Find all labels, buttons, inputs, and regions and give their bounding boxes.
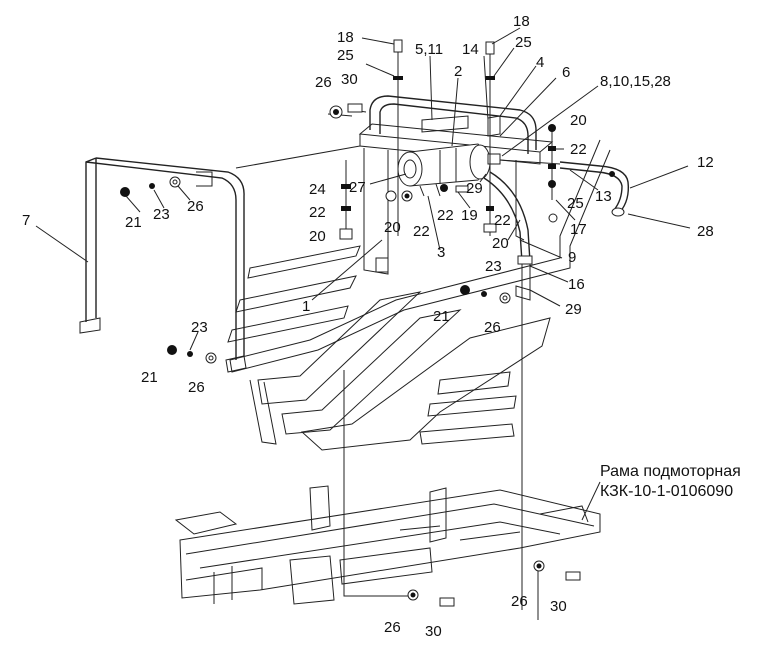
- callout-23b: 23: [485, 258, 502, 275]
- callout-1: 1: [302, 298, 310, 315]
- callout-30a: 30: [341, 71, 358, 88]
- callout-22d: 22: [413, 223, 430, 240]
- callout-26a: 26: [315, 74, 332, 91]
- callout-27: 27: [349, 179, 366, 196]
- callout-20c: 20: [309, 228, 326, 245]
- callout-18a: 18: [337, 29, 354, 46]
- callout-26f: 26: [511, 593, 528, 610]
- callout-9: 9: [568, 249, 576, 266]
- hose-9: [483, 171, 533, 610]
- callout-28: 28: [697, 223, 714, 240]
- callout-13: 13: [595, 188, 612, 205]
- pipe-12: [559, 161, 630, 217]
- callout-26b: 26: [187, 198, 204, 215]
- callout-22e: 22: [494, 212, 511, 229]
- callout-22b: 22: [437, 207, 454, 224]
- fasteners: [120, 39, 581, 607]
- callout-21a: 21: [125, 214, 142, 231]
- callout-20b: 20: [384, 219, 401, 236]
- subframe: [174, 485, 601, 605]
- callout-3: 3: [437, 244, 445, 261]
- frame-caption-line2: КЗК-10-1-0106090: [600, 483, 733, 500]
- callouts: 18 25 5,11 14 18 25 2 4 6 8,10,15,28 26 …: [22, 13, 714, 640]
- callout-20d: 20: [492, 235, 509, 252]
- callout-23a: 23: [153, 206, 170, 223]
- callout-18b: 18: [513, 13, 530, 30]
- callout-25b: 25: [515, 34, 532, 51]
- callout-29a: 29: [466, 180, 483, 197]
- callout-24: 24: [309, 181, 326, 198]
- leader-lines: [35, 27, 691, 521]
- callout-14: 14: [462, 41, 479, 58]
- callout-25a: 25: [337, 47, 354, 64]
- callout-8-10-15-28: 8,10,15,28: [600, 73, 671, 90]
- callout-16: 16: [568, 276, 585, 293]
- callout-19: 19: [461, 207, 478, 224]
- callout-17: 17: [570, 221, 587, 238]
- callout-21c: 21: [141, 369, 158, 386]
- callout-2: 2: [454, 63, 462, 80]
- callout-29b: 29: [565, 301, 582, 318]
- receiver-tank-2: [397, 115, 561, 197]
- callout-30b: 30: [425, 623, 442, 640]
- callout-25c: 25: [567, 195, 584, 212]
- callout-12: 12: [697, 154, 714, 171]
- callout-6: 6: [562, 64, 570, 81]
- callout-5-11: 5,11: [415, 41, 443, 58]
- callout-22a: 22: [570, 141, 587, 158]
- frame-caption-line1: Рама подмоторная: [600, 463, 741, 480]
- callout-4: 4: [536, 54, 544, 71]
- callout-26d: 26: [188, 379, 205, 396]
- tube-frame-7: [79, 157, 247, 373]
- callout-26e: 26: [384, 619, 401, 636]
- callout-21b: 21: [433, 308, 450, 325]
- callout-30c: 30: [550, 598, 567, 615]
- callout-26c: 26: [484, 319, 501, 336]
- cover-1: [227, 139, 611, 451]
- callout-20a: 20: [570, 112, 587, 129]
- callout-22c: 22: [309, 204, 326, 221]
- callout-23c: 23: [191, 319, 208, 336]
- callout-7: 7: [22, 212, 30, 229]
